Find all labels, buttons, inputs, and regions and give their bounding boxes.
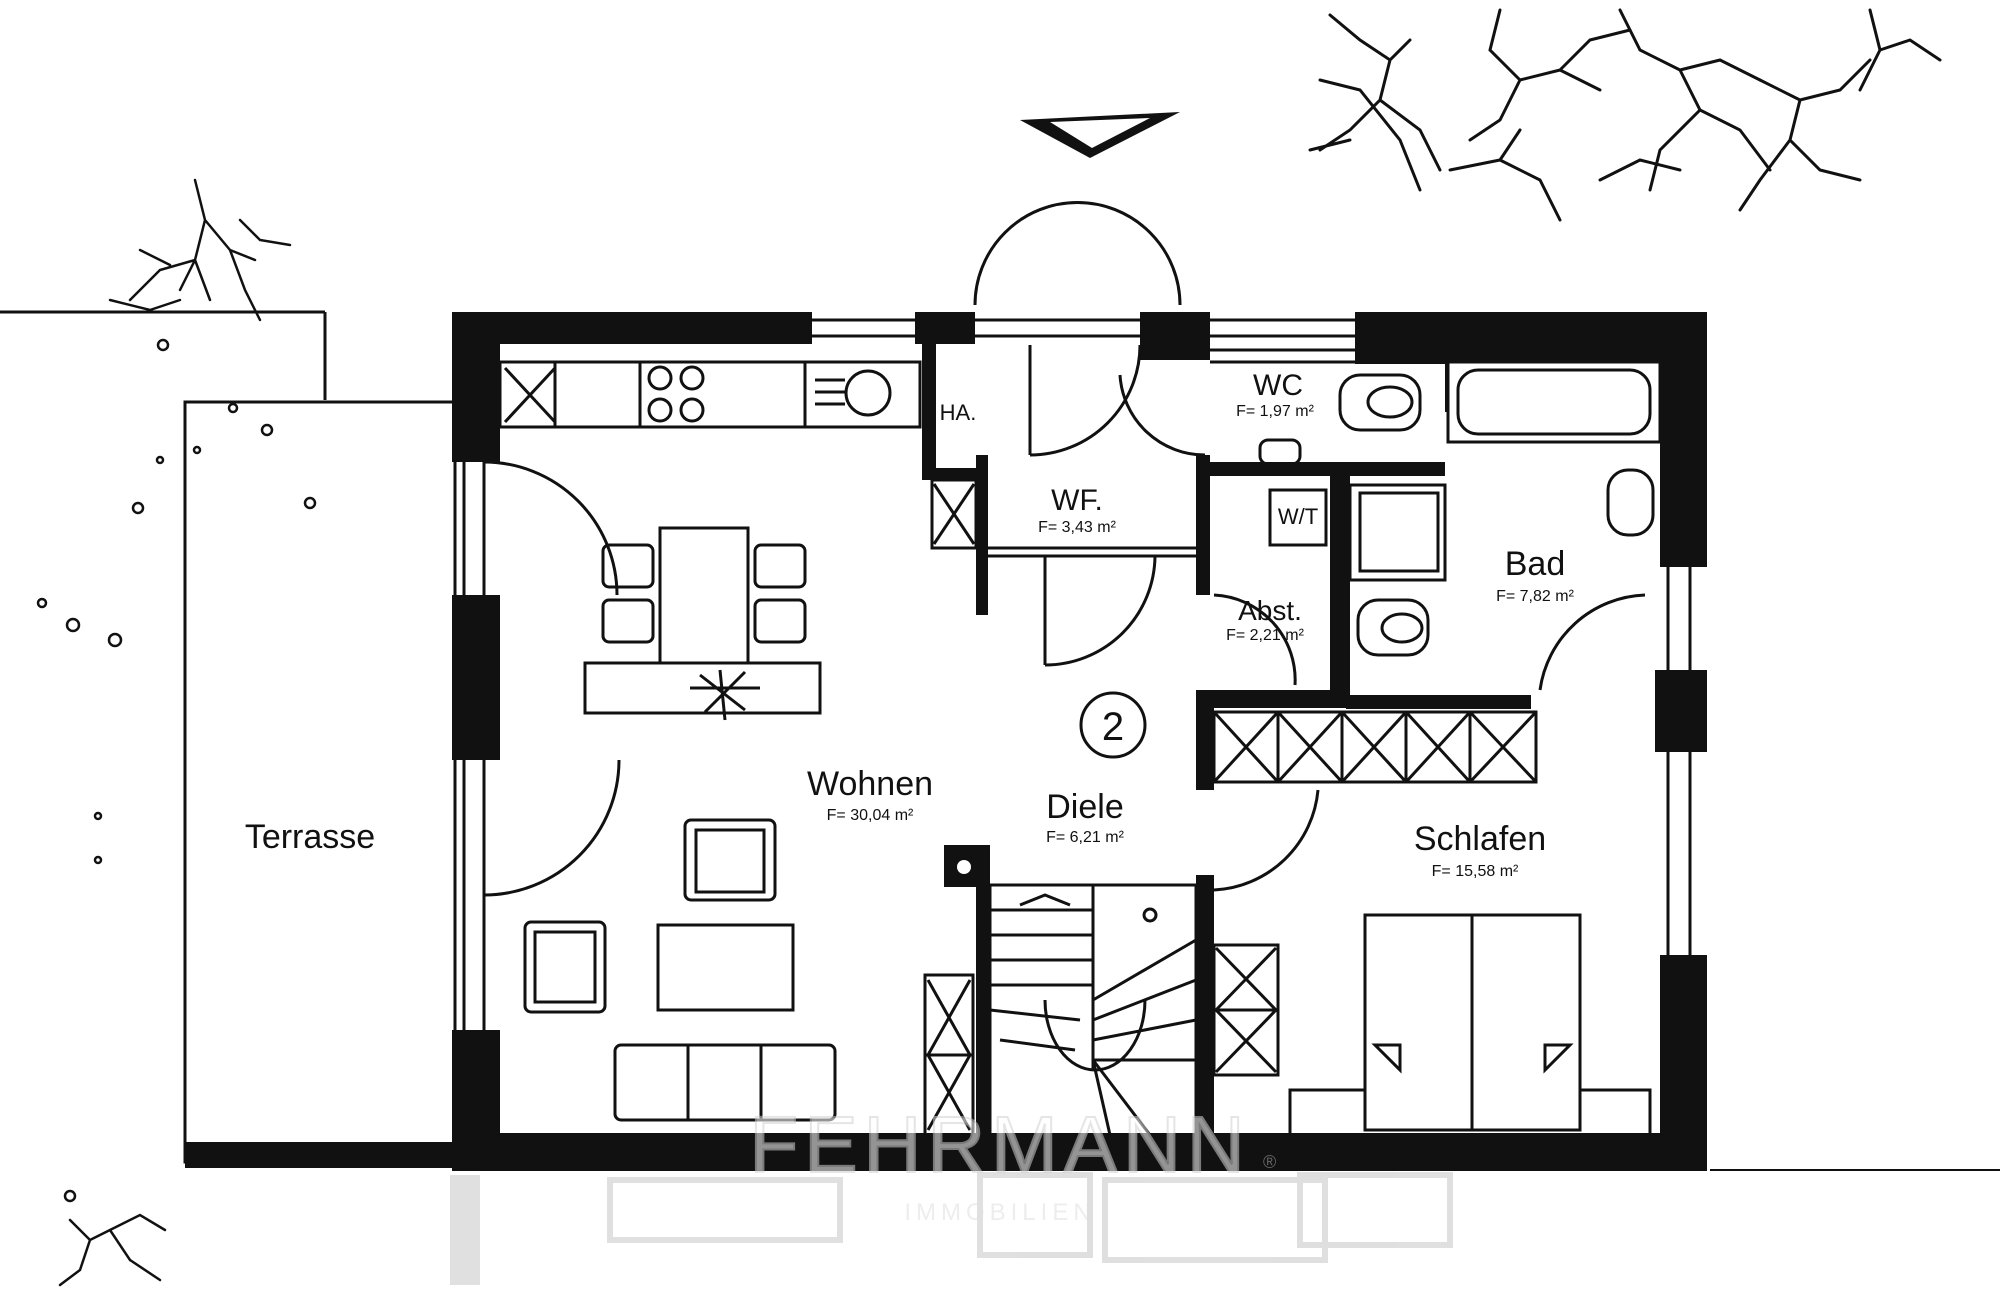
room-area-wohnen: F= 30,04 m² <box>827 807 914 824</box>
abst-room: W/T <box>1213 488 1328 686</box>
wf-doors <box>988 546 1196 667</box>
watermark-registered: ® <box>1263 1152 1276 1172</box>
room-area-bad: F= 7,82 m² <box>1496 588 1574 605</box>
room-label-wf: WF. <box>1051 484 1103 517</box>
room-label-terrasse: Terrasse <box>245 818 375 856</box>
room-area-wf: F= 3,43 m² <box>1038 519 1116 536</box>
dining-set <box>583 526 822 721</box>
living-furniture <box>523 818 837 1122</box>
terrace: Terrasse <box>0 310 457 1168</box>
north-arrow-icon <box>1020 112 1180 158</box>
room-area-abst: F= 2,21 m² <box>1226 627 1304 644</box>
room-label-schlafen: Schlafen <box>1414 820 1546 858</box>
entrance <box>973 201 1182 457</box>
watermark-sub: IMMOBILIEN <box>904 1199 1095 1226</box>
outer-walls <box>452 312 1707 1171</box>
wc-room <box>1118 348 1445 466</box>
room-label-abst: Abst. <box>1238 595 1302 626</box>
shrub-icon <box>108 178 292 352</box>
shrub-icon <box>58 1189 167 1287</box>
room-area-schlafen: F= 15,58 m² <box>1432 863 1519 880</box>
bad-room <box>1348 360 1662 691</box>
room-labels: Wohnen F= 30,04 m² Diele F= 6,21 m² WF. … <box>807 369 1575 880</box>
watermark-brand: FEHRMANN <box>749 1100 1250 1189</box>
tree-icon <box>1308 8 1942 222</box>
reflection <box>450 1172 1453 1285</box>
room-label-wc: WC <box>1253 369 1303 402</box>
unit-number: 2 <box>1102 705 1124 749</box>
kitchen <box>498 360 922 429</box>
ha-closet: HA. <box>922 312 978 550</box>
room-area-wc: F= 1,97 m² <box>1236 403 1314 420</box>
unit-number-badge: 2 <box>1079 691 1147 759</box>
room-area-diele: F= 6,21 m² <box>1046 829 1124 846</box>
staircase <box>923 883 1198 1137</box>
schlafen-room <box>1212 789 1652 1137</box>
watermark: FEHRMANN ® IMMOBILIEN <box>748 1099 1276 1226</box>
room-label-bad: Bad <box>1505 545 1566 583</box>
room-label-wohnen: Wohnen <box>807 765 933 803</box>
terrace-doors <box>482 460 621 897</box>
wardrobe <box>1212 710 1538 784</box>
room-label-diele: Diele <box>1046 788 1123 826</box>
ha-label: HA. <box>940 400 977 425</box>
garden-dots <box>36 402 317 865</box>
wt-label: W/T <box>1278 504 1318 529</box>
